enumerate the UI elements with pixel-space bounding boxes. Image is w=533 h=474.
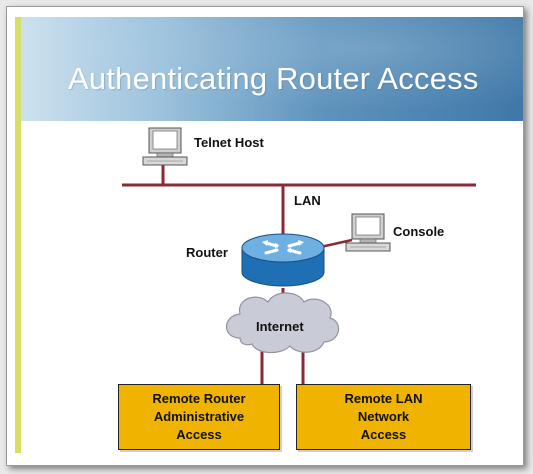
console-label: Console [393,224,445,239]
accent-bar [15,17,21,453]
router-label: Router [186,245,228,260]
remote-router-line-1: Remote Router [152,391,246,406]
internet-label: Internet [256,319,304,334]
router-icon [241,233,325,287]
console-pc-icon [345,213,391,252]
telnet-host-label: Telnet Host [194,135,264,150]
remote-lan-line-3: Access [360,427,407,442]
remote-router-line-2: Administrative [153,409,245,424]
slide-frame: Authenticating Router Access [6,6,524,466]
lan-label: LAN [294,193,321,208]
remote-lan-line-1: Remote LAN [344,391,423,406]
telnet-host-pc-icon [142,127,188,166]
remote-lan-access-box: Remote LAN Network Access [296,384,471,450]
remote-router-line-3: Access [176,427,222,442]
internet-cloud-icon [225,292,340,354]
remote-lan-line-2: Network [357,409,410,424]
remote-router-access-box: Remote Router Administrative Access [118,384,280,450]
slide-header: Authenticating Router Access [21,17,523,121]
